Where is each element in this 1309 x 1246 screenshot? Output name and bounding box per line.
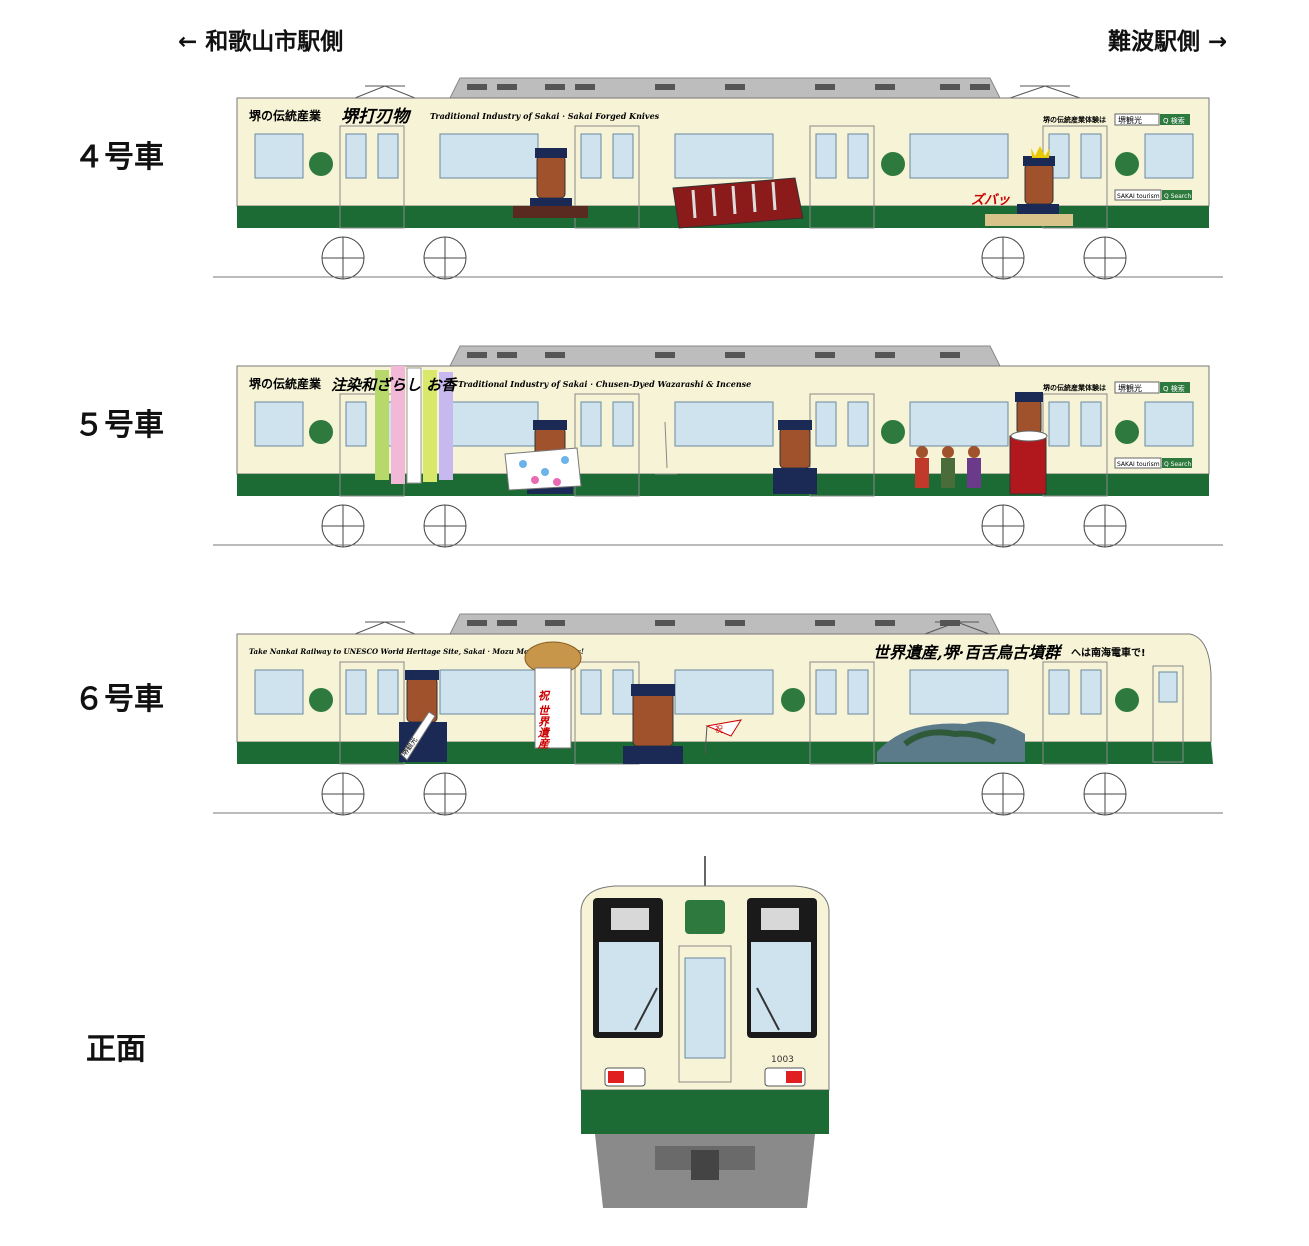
pantograph-left: [354, 85, 416, 99]
car5-search-button: Q 検索: [1163, 384, 1185, 393]
car6-flag-text: 祝: [715, 724, 723, 734]
mascot-incense: [773, 420, 817, 494]
direction-wakayamashi: ← 和歌山市駅側: [178, 29, 344, 55]
car-6-side-view: Take Nankai Railway to UNESCO World Heri…: [205, 604, 1235, 844]
car5-tourism-button: Q Search: [1164, 461, 1191, 468]
direction-namba: 難波駅側 →: [1108, 29, 1228, 55]
kofun-aerial-photo: [877, 721, 1025, 762]
world-heritage-scroll: [524, 641, 582, 749]
car6-slogan-main: 世界遺産,堺·百舌鳥古墳群: [873, 643, 1063, 662]
car6-header-en: Take Nankai Railway to UNESCO World Heri…: [249, 647, 584, 656]
car4-header-jp: 堺の伝統産業: [249, 108, 322, 123]
mascot-flag-bearer: [623, 684, 743, 764]
hanging-wazarashi-cloths: [375, 366, 453, 484]
car4-tourism-box: SAKAI tourism: [1117, 193, 1160, 200]
car6-scroll-text: 祝 世界遺産: [536, 690, 550, 750]
car4-sfx: ズバッ: [971, 192, 1011, 208]
car-label-4: ４号車: [74, 140, 164, 175]
car4-header-en: Traditional Industry of Sakai · Sakai Fo…: [430, 111, 660, 121]
car4-header-script: 堺打刃物: [341, 107, 412, 127]
mascot-royal: [1009, 392, 1048, 495]
car5-search-text: 堺の伝統産業体験は: [1043, 383, 1106, 392]
car6-slogan-suffix: へは南海電車で!: [1071, 646, 1146, 659]
pantograph-left: [354, 621, 416, 635]
car4-search-text: 堺の伝統産業体験は: [1043, 115, 1106, 124]
knife-display-box: [672, 177, 804, 229]
car5-header-en: Traditional Industry of Sakai · Chusen-D…: [458, 379, 751, 389]
car4-search-box: 堺観光: [1118, 115, 1142, 125]
car4-tourism-button: Q Search: [1164, 193, 1191, 200]
car5-header-script: 注染和ざらし お香: [331, 376, 458, 394]
mascot-tourism-guide: [399, 670, 447, 762]
mascot-dyer: [504, 420, 582, 494]
front-car-number: 1003: [771, 1055, 794, 1065]
car-4-side-view: 堺の伝統産業 堺打刃物 Traditional Industry of Saka…: [205, 68, 1235, 308]
car4-search-button: Q 検索: [1163, 116, 1185, 125]
car-label-6: ６号車: [74, 682, 164, 717]
car5-tourism-box: SAKAI tourism: [1117, 461, 1160, 468]
car5-header-jp: 堺の伝統産業: [249, 376, 322, 391]
train-front-view: 1003: [575, 850, 835, 1220]
pantograph-right: [1009, 85, 1081, 99]
incense-set: [655, 421, 677, 475]
car-label-front: 正面: [86, 1032, 146, 1067]
car-5-side-view: 堺の伝統産業 注染和ざらし お香 Traditional Industry of…: [205, 336, 1235, 576]
car5-search-box: 堺観光: [1118, 383, 1142, 393]
front-emblem: [685, 900, 725, 934]
small-figures: [915, 446, 981, 488]
car-label-5: ５号車: [74, 408, 164, 443]
